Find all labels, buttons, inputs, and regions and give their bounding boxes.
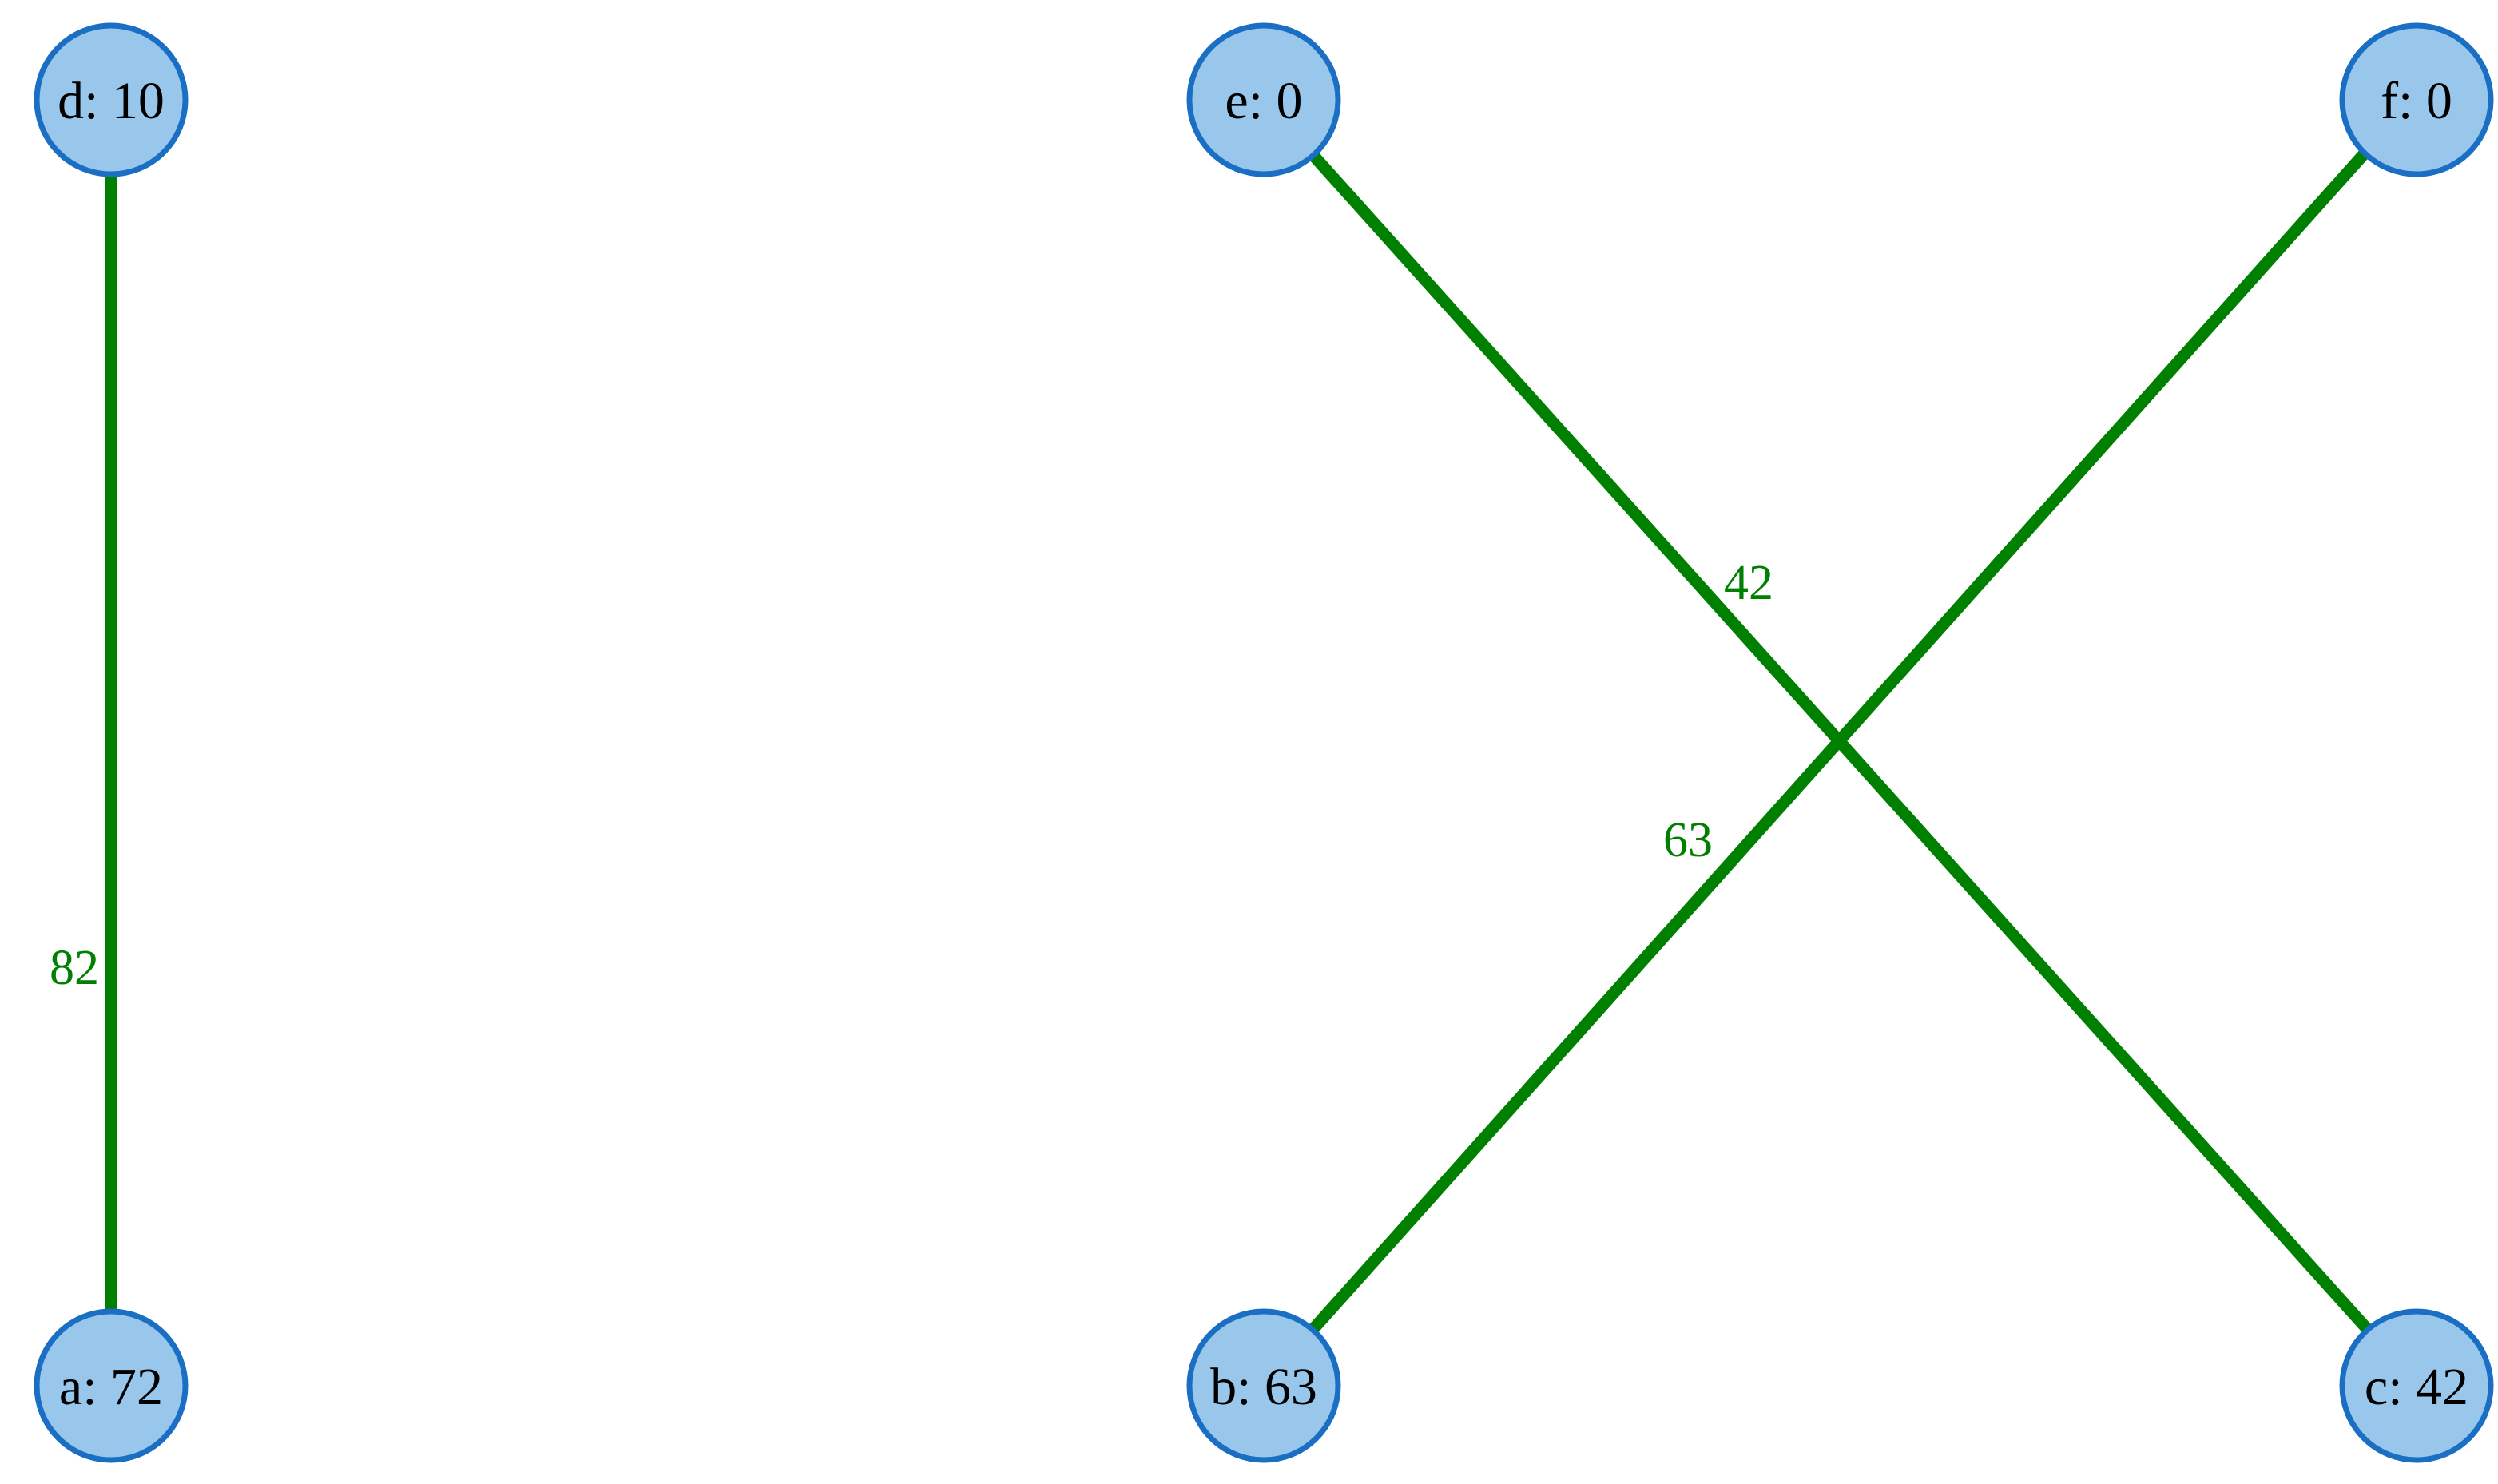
node-d[interactable]: d: 10 bbox=[34, 22, 189, 177]
edge-label-f-b: 63 bbox=[1663, 813, 1713, 867]
edge-label-d-a: 82 bbox=[50, 941, 99, 995]
node-f-label: f: 0 bbox=[2381, 72, 2452, 130]
node-f-circle bbox=[2339, 22, 2494, 177]
edges bbox=[105, 147, 2373, 1335]
node-a[interactable]: a: 72 bbox=[34, 1308, 189, 1463]
edge-f-b bbox=[1309, 149, 2369, 1333]
node-c[interactable]: c: 42 bbox=[2339, 1308, 2494, 1463]
node-b-label: b: 63 bbox=[1210, 1358, 1317, 1416]
nodes: d: 10 e: 0 f: 0 a: 72 b: 63 c: 42 bbox=[34, 22, 2494, 1463]
node-e[interactable]: e: 0 bbox=[1186, 22, 1341, 177]
node-c-circle bbox=[2339, 1308, 2494, 1463]
node-d-circle bbox=[34, 22, 189, 177]
node-a-label: a: 72 bbox=[59, 1358, 163, 1416]
node-b[interactable]: b: 63 bbox=[1186, 1308, 1341, 1463]
node-e-circle bbox=[1186, 22, 1341, 177]
node-b-circle bbox=[1186, 1308, 1341, 1463]
node-e-label: e: 0 bbox=[1225, 72, 1302, 130]
edge-label-e-c: 42 bbox=[1724, 556, 1773, 610]
edge-labels: 82 42 63 bbox=[50, 556, 1773, 995]
node-c-label: c: 42 bbox=[2365, 1358, 2468, 1416]
node-d-label: d: 10 bbox=[58, 72, 165, 130]
node-a-circle bbox=[34, 1308, 189, 1463]
node-f[interactable]: f: 0 bbox=[2339, 22, 2494, 177]
